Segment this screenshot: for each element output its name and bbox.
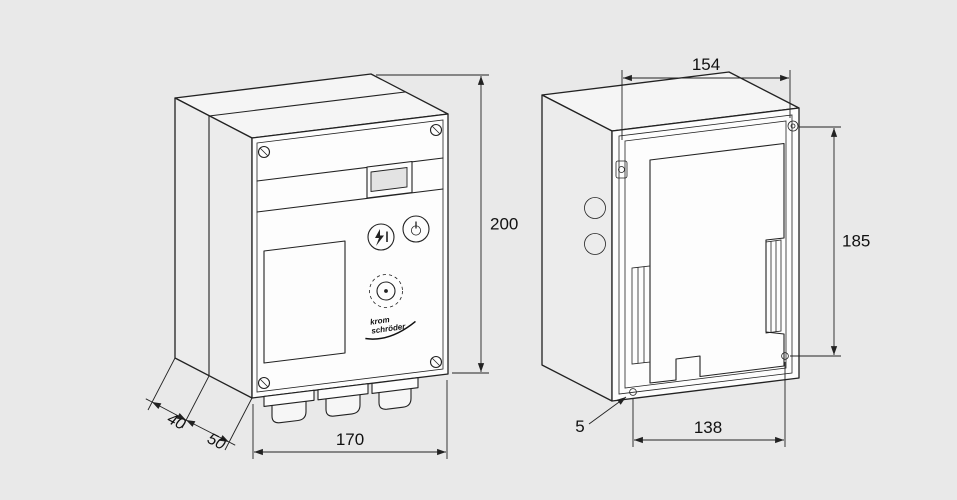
front-isometric-view: krom schröder — [174, 73, 449, 424]
fixing-tab-top-left — [615, 160, 628, 179]
dim-depth-rear-label: 40 — [164, 410, 188, 433]
dimension-line-depth-front — [185, 419, 230, 443]
mounting-rail-right — [765, 239, 782, 334]
back-wall-platform — [649, 142, 785, 384]
display-screen — [370, 166, 408, 193]
rear-mounting-view — [541, 71, 800, 402]
button-dot — [384, 289, 388, 293]
viewing-window — [263, 240, 346, 364]
rear-side-face — [541, 94, 613, 402]
dimension-tail — [145, 398, 153, 403]
dim-width-label: 170 — [336, 430, 364, 449]
brand-swoosh — [365, 320, 416, 340]
fault-reset-button[interactable] — [367, 223, 395, 251]
extension-line — [181, 375, 210, 429]
corner-screw — [429, 355, 443, 369]
dashed-marking — [369, 274, 403, 308]
dim-opening-width-label: 154 — [692, 55, 720, 74]
extension-line — [147, 357, 176, 411]
dim-mount-width-label: 138 — [694, 418, 722, 437]
mounting-hole-top-right — [787, 120, 799, 132]
brand-logo: krom schröder — [365, 315, 416, 340]
lightning-icon — [375, 229, 384, 246]
housing-rim-inner — [618, 114, 793, 395]
brand-line1: krom — [370, 315, 391, 327]
housing-seam-top — [208, 91, 406, 117]
program-button[interactable] — [369, 274, 403, 308]
door-rim — [256, 119, 444, 393]
power-icon — [410, 221, 421, 236]
dimension-line-depth-rear — [151, 401, 187, 421]
cable-gland — [263, 389, 315, 424]
cable-knockout — [584, 233, 606, 255]
mounting-hole-bottom-left — [629, 388, 637, 396]
cable-gland — [317, 383, 369, 417]
dim-depth-front-label: 50 — [204, 430, 228, 453]
dimension-tail — [228, 441, 236, 446]
housing-side-face — [174, 97, 253, 399]
corner-screw — [257, 376, 271, 390]
mounting-hole-bottom-right — [781, 352, 789, 360]
dim-mount-height-label: 185 — [842, 232, 870, 251]
extension-line — [224, 397, 253, 451]
leader-line-hole — [588, 396, 627, 425]
cable-knockout — [584, 197, 606, 219]
dimension-annotations: 200 170 40 50 154 185 138 5 — [145, 55, 870, 459]
back-wall-outline — [624, 120, 787, 389]
cable-gland — [371, 377, 419, 410]
dim-hole-dia-label: 5 — [575, 417, 584, 436]
corner-screw — [429, 123, 443, 137]
corner-screw — [257, 145, 271, 159]
dim-height-label: 200 — [490, 215, 518, 234]
power-button[interactable] — [402, 215, 430, 243]
mounting-rail-left — [631, 265, 651, 365]
